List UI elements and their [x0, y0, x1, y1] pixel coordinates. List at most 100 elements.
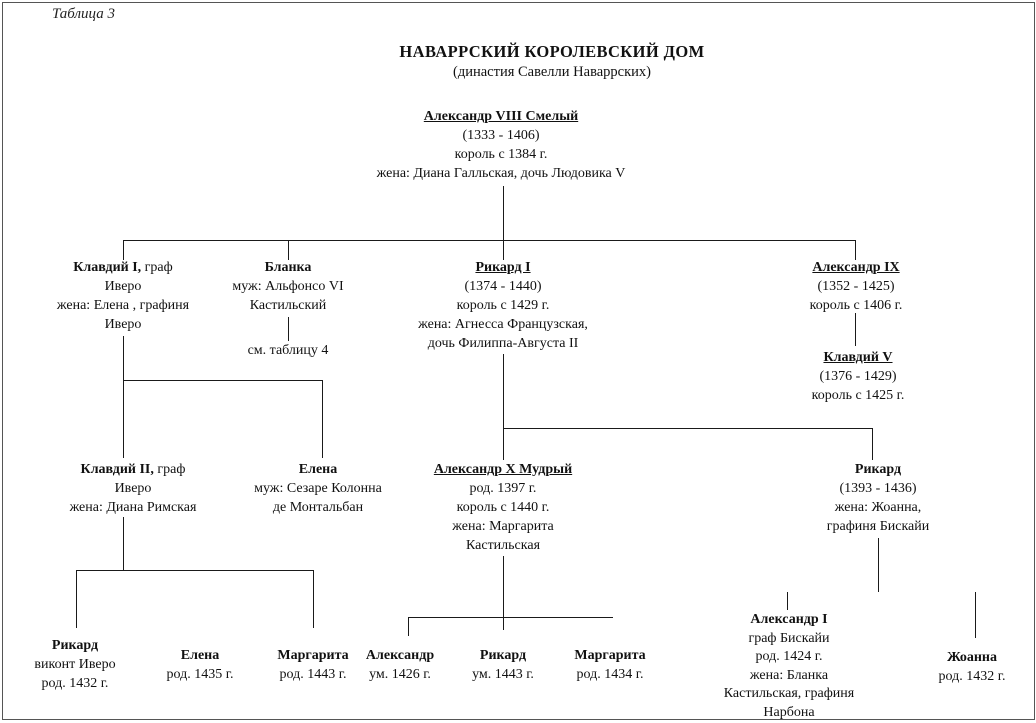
connector-line [855, 313, 856, 346]
person-node-elena-gen3: Елена муж: Сезаре Колонна де Монтальбан [254, 460, 382, 517]
person-detail: король с 1440 г. [456, 500, 550, 515]
person-detail: жена: Жоанна, [834, 500, 922, 515]
person-node-klavdiy-v: Клавдий V (1376 - 1429) король с 1425 г. [812, 348, 905, 405]
person-node-rikard-um1443: Рикард ум. 1443 г. [472, 646, 534, 684]
connector-line [288, 240, 289, 260]
connector-line [872, 428, 873, 460]
person-detail: (1352 - 1425) [817, 279, 895, 294]
person-name: Елена [180, 648, 220, 663]
person-name: Рикард [51, 638, 99, 653]
person-detail: граф Бискайи [748, 630, 830, 646]
connector-line [408, 617, 613, 618]
person-node-alexander-viii: Александр VIII Смелый (1333 - 1406) коро… [377, 107, 626, 183]
connector-line [313, 570, 314, 628]
person-node-rikard-i: Рикард I (1374 - 1440) король с 1429 г. … [418, 258, 588, 353]
person-detail: (1333 - 1406) [462, 128, 540, 143]
person-detail: род. 1432 г. [938, 669, 1006, 684]
person-detail: король с 1425 г. [811, 388, 905, 403]
person-node-alexander-i: Александр I граф Бискайи род. 1424 г. же… [724, 611, 854, 722]
person-name: Александр [365, 648, 435, 663]
connector-line [503, 428, 872, 429]
person-detail: род. 1397 г. [469, 481, 537, 496]
person-detail: графиня Бискайи [826, 519, 930, 534]
person-name: Александр VIII Смелый [423, 109, 579, 124]
person-detail: король с 1429 г. [456, 298, 550, 313]
person-name: Александр X Мудрый [433, 462, 573, 477]
person-detail: род. 1435 г. [166, 667, 234, 682]
person-node-blanka: Бланка муж: Альфонсо VI Кастильский [232, 258, 343, 315]
person-node-alexander-um1426: Александр ум. 1426 г. [366, 646, 434, 684]
connector-line [123, 336, 124, 458]
person-detail: род. 1432 г. [41, 676, 109, 691]
person-name: Елена [298, 462, 338, 477]
connector-line [76, 570, 313, 571]
person-detail: виконт Иверо [34, 657, 116, 672]
person-detail: муж: Сезаре Колонна [254, 481, 382, 496]
person-detail: род. 1434 г. [576, 667, 644, 682]
person-detail: жена: Диана Галльская, дочь Людовика V [376, 166, 626, 181]
person-detail: жена: Елена , графиня [56, 298, 190, 313]
person-detail: король с 1384 г. [454, 147, 548, 162]
connector-line [288, 317, 289, 341]
person-node-elena-gen4: Елена род. 1435 г. [167, 646, 234, 684]
person-node-zhoanna: Жоанна род. 1432 г. [939, 648, 1006, 686]
connector-line [123, 517, 124, 570]
person-detail: Иверо [104, 279, 142, 294]
person-node-klavdiy-ii: Клавдий II, граф Иверо жена: Диана Римск… [70, 460, 197, 517]
connector-line [503, 186, 504, 260]
person-node-rikard-vikont: Рикард виконт Иверо род. 1432 г. [34, 636, 115, 693]
person-name: Александр IX [812, 260, 900, 275]
person-name: Клавдий II, граф [80, 462, 186, 477]
person-name: Клавдий I, граф [73, 260, 173, 275]
table-number-label: Таблица 3 [52, 6, 115, 22]
person-detail: (1376 - 1429) [819, 369, 897, 384]
person-name: Маргарита [574, 648, 646, 663]
person-detail: Кастильский [249, 298, 327, 313]
person-detail: жена: Диана Римская [69, 500, 197, 515]
person-detail: король с 1406 г. [809, 298, 903, 313]
person-detail: род. 1424 г. [755, 649, 823, 664]
connector-line [878, 538, 879, 592]
person-detail: Иверо [104, 317, 142, 332]
connector-line [76, 570, 77, 628]
person-detail: (1393 - 1436) [839, 481, 917, 496]
connector-line [123, 380, 322, 381]
person-detail: (1374 - 1440) [464, 279, 542, 294]
person-detail: де Монтальбан [272, 500, 364, 515]
person-node-margarita-1434: Маргарита род. 1434 г. [574, 646, 645, 684]
person-detail: ум. 1426 г. [369, 667, 431, 682]
person-detail: Иверо [114, 481, 152, 496]
person-node-alexander-x: Александр X Мудрый род. 1397 г. король с… [434, 460, 572, 555]
person-name: Клавдий V [823, 350, 893, 365]
connector-line [408, 617, 409, 636]
person-name: Рикард I [475, 260, 531, 275]
person-node-alexander-ix: Александр IX (1352 - 1425) король с 1406… [810, 258, 903, 315]
person-name: Рикард [479, 648, 527, 663]
person-detail: жена: Бланка [749, 667, 829, 683]
connector-line [787, 592, 788, 610]
connector-line [503, 354, 504, 460]
person-name: Рикард [854, 462, 902, 477]
chart-subtitle: (династия Савелли Наваррских) [453, 64, 651, 80]
person-detail: дочь Филиппа-Августа II [427, 336, 579, 351]
person-node-margarita-1443: Маргарита род. 1443 г. [277, 646, 348, 684]
person-detail: род. 1443 г. [279, 667, 347, 682]
chart-header: НАВАРРСКИЙ КОРОЛЕВСКИЙ ДОМ (династия Сав… [399, 42, 704, 81]
connector-line [123, 240, 124, 260]
person-detail: Нарбона [763, 704, 815, 720]
person-node-rikard-gen3: Рикард (1393 - 1436) жена: Жоанна, графи… [827, 460, 929, 536]
person-name: Маргарита [277, 648, 349, 663]
chart-title: НАВАРРСКИЙ КОРОЛЕВСКИЙ ДОМ [399, 42, 705, 61]
person-name: Александр I [750, 612, 828, 627]
connector-line [123, 240, 856, 241]
connector-line [322, 380, 323, 458]
person-name: Жоанна [947, 650, 997, 665]
connector-line [503, 556, 504, 630]
person-detail: ум. 1443 г. [472, 667, 534, 682]
person-detail: Кастильская, графиня [723, 686, 855, 701]
see-table-note: см. таблицу 4 [247, 343, 329, 358]
person-node-klavdiy-i: Клавдий I, граф Иверо жена: Елена , граф… [57, 258, 189, 334]
person-detail: муж: Альфонсо VI [232, 279, 344, 294]
person-detail: жена: Маргарита [452, 519, 554, 534]
